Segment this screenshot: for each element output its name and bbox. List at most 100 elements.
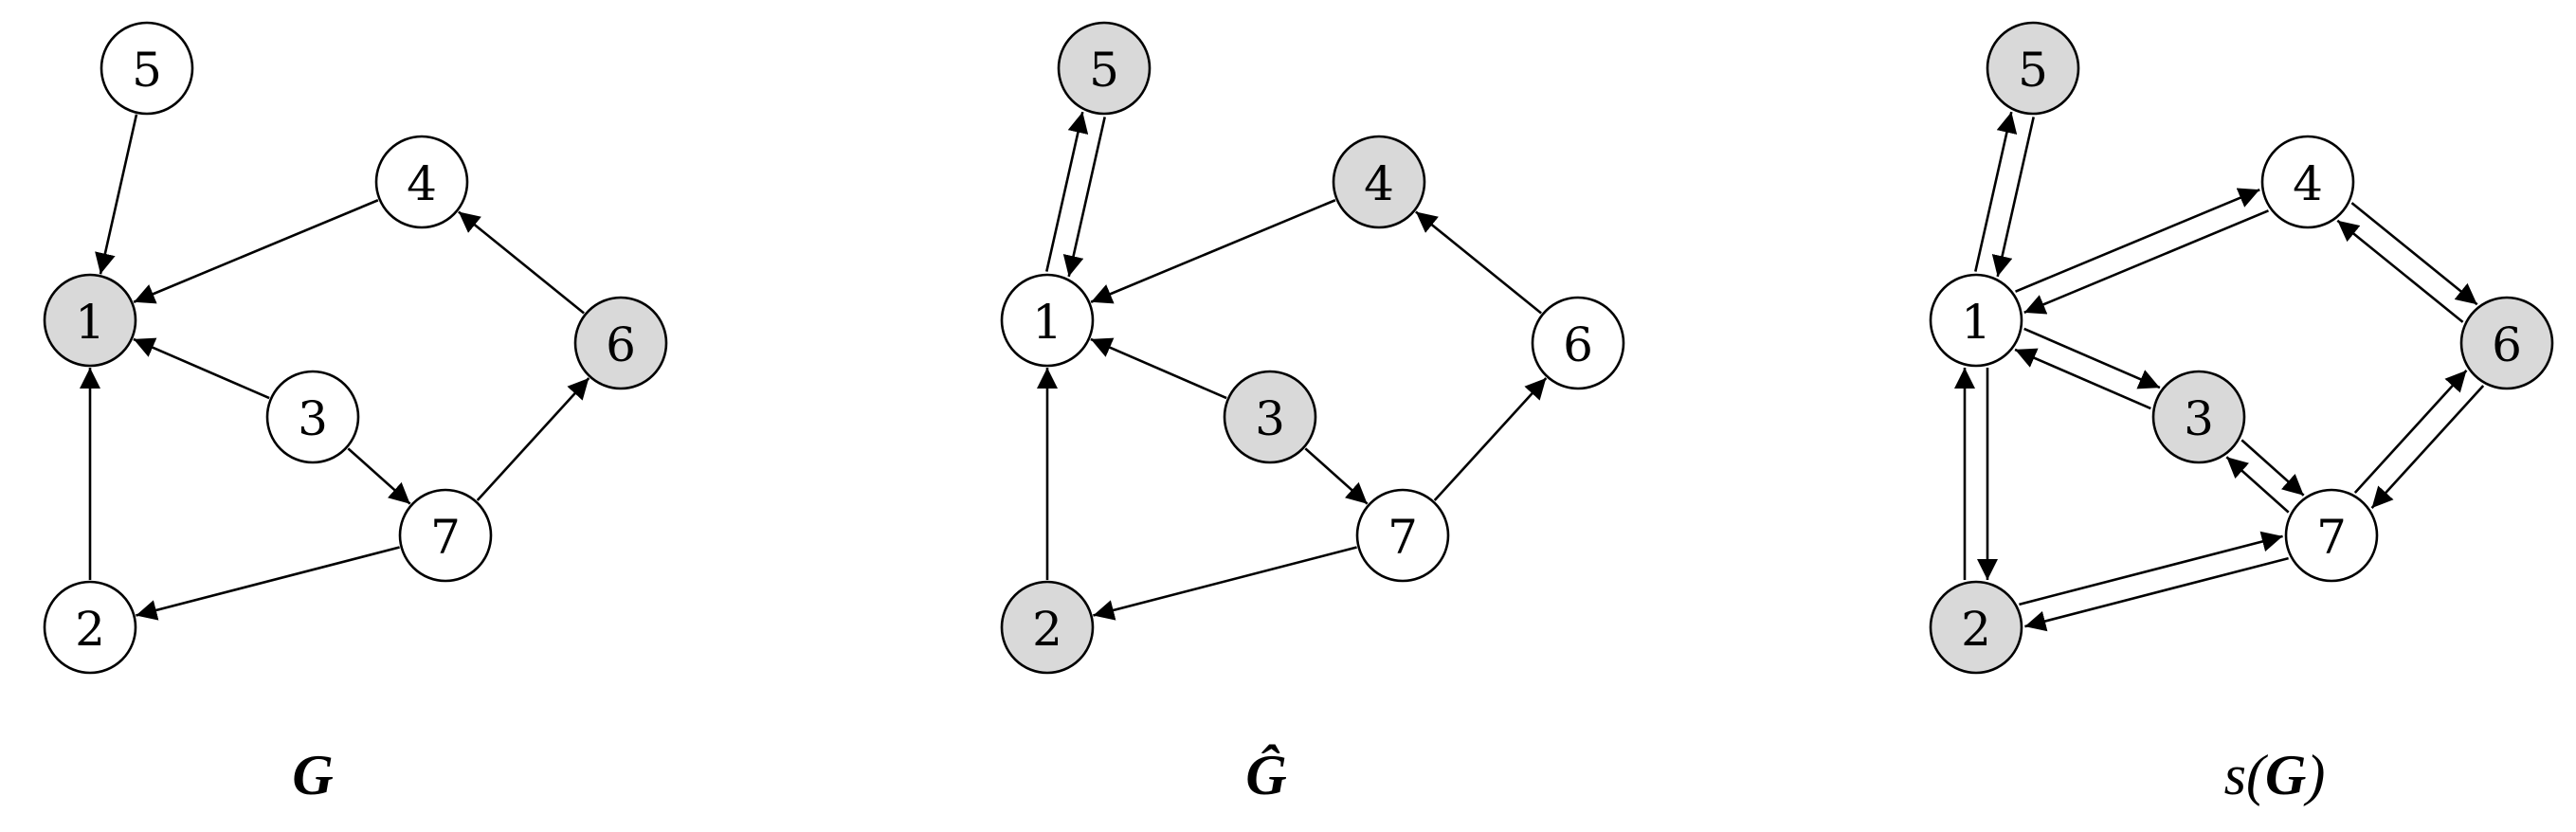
node-label: 6	[1563, 317, 1593, 372]
node-3: 3	[1223, 370, 1317, 464]
node-4: 4	[2260, 135, 2355, 229]
edge-3-to-7	[347, 447, 411, 505]
node-label: 3	[1255, 391, 1285, 446]
caption-s-g-suffix: )	[2303, 744, 2325, 806]
edge-7-to-6	[2353, 369, 2468, 494]
node-2: 2	[43, 580, 137, 675]
edge-2-to-7	[2019, 531, 2283, 606]
node-circle	[1929, 580, 2023, 675]
node-7: 7	[2284, 488, 2379, 583]
node-label: 1	[1961, 295, 1991, 350]
edge-7-to-2	[1093, 546, 1357, 621]
node-label: 5	[1089, 43, 1119, 98]
node-label: 4	[1364, 156, 1394, 211]
node-5: 5	[100, 21, 194, 116]
edge-6-to-4	[458, 210, 585, 315]
edge-7-to-2	[136, 546, 400, 621]
node-circle	[265, 370, 360, 464]
edge-7-to-2	[2024, 556, 2289, 632]
edges	[1954, 111, 2485, 632]
edge-3-to-7	[2240, 439, 2305, 497]
edge-6-to-4	[1415, 210, 1542, 315]
node-label: 2	[75, 602, 105, 657]
node-circle	[1986, 21, 2080, 116]
edge-5-to-1	[95, 114, 138, 275]
edge-6-to-4	[2336, 219, 2464, 323]
edge-3-to-1	[1090, 337, 1227, 400]
node-5: 5	[1986, 21, 2080, 116]
node-label: 1	[75, 295, 105, 350]
edge-4-to-1	[133, 199, 379, 304]
caption-g-hat: Ĝ	[1245, 744, 1286, 806]
node-label: 4	[2293, 156, 2323, 211]
node-circle	[1000, 580, 1095, 675]
node-label: 3	[2184, 391, 2214, 446]
caption-s-g-prefix: s(	[2224, 744, 2269, 806]
node-label: 1	[1032, 295, 1062, 350]
edges	[80, 114, 590, 621]
node-4: 4	[1332, 135, 1426, 229]
caption-s-g-letter: G	[2265, 744, 2306, 806]
node-label: 3	[298, 391, 328, 446]
edge-7-to-3	[2225, 456, 2290, 514]
panel-graph-g-hat: 1 2 3 4 5 6 7	[1000, 21, 1625, 675]
node-1: 1	[1929, 273, 2023, 368]
node-label: 7	[2316, 510, 2347, 565]
edge-6-to-7	[2370, 385, 2485, 510]
edge-7-to-6	[476, 377, 590, 501]
edge-4-to-6	[2350, 202, 2478, 306]
edge-1-to-4	[2015, 188, 2260, 293]
node-1: 1	[43, 273, 137, 368]
node-label: 4	[407, 156, 437, 211]
node-4: 4	[374, 135, 469, 229]
edge-4-to-1	[1090, 199, 1336, 304]
edge-5-to-1	[1991, 117, 2035, 278]
edge-3-to-1	[2014, 348, 2151, 410]
node-label: 2	[1032, 602, 1062, 657]
node-label: 2	[1961, 602, 1991, 657]
node-label: 6	[606, 317, 636, 372]
edge-1-to-3	[2023, 327, 2161, 389]
node-circle	[2260, 135, 2355, 229]
node-circle	[1531, 296, 1625, 390]
node-7: 7	[398, 488, 493, 583]
node-circle	[1057, 21, 1152, 116]
edge-5-to-1	[1062, 117, 1106, 278]
node-circle	[2151, 370, 2246, 464]
edge-1-to-5	[1045, 111, 1089, 272]
edge-7-to-6	[1433, 377, 1548, 501]
node-circle	[1929, 273, 2023, 368]
panel-graph-g: 1 2 3 4 5 6 7	[43, 21, 668, 675]
edge-3-to-7	[1304, 447, 1369, 505]
node-7: 7	[1355, 488, 1450, 583]
node-6: 6	[2459, 296, 2554, 390]
node-3: 3	[2151, 370, 2246, 464]
node-circle	[1223, 370, 1317, 464]
caption-s-g: s(G)	[2224, 744, 2326, 806]
node-label: 7	[1388, 510, 1418, 565]
node-circle	[43, 273, 137, 368]
node-label: 5	[2018, 43, 2048, 98]
node-circle	[573, 296, 668, 390]
node-label: 6	[2492, 317, 2522, 372]
node-circle	[2459, 296, 2554, 390]
edge-4-to-1	[2023, 209, 2269, 315]
node-circle	[398, 488, 493, 583]
node-circle	[1000, 273, 1095, 368]
node-label: 5	[132, 43, 162, 98]
node-circle	[1332, 135, 1426, 229]
edges	[1037, 111, 1548, 621]
node-circle	[374, 135, 469, 229]
node-6: 6	[1531, 296, 1625, 390]
node-label: 7	[430, 510, 461, 565]
node-circle	[43, 580, 137, 675]
node-circle	[1355, 488, 1450, 583]
node-5: 5	[1057, 21, 1152, 116]
edge-3-to-1	[133, 337, 270, 400]
node-6: 6	[573, 296, 668, 390]
node-circle	[100, 21, 194, 116]
node-2: 2	[1000, 580, 1095, 675]
node-3: 3	[265, 370, 360, 464]
node-2: 2	[1929, 580, 2023, 675]
